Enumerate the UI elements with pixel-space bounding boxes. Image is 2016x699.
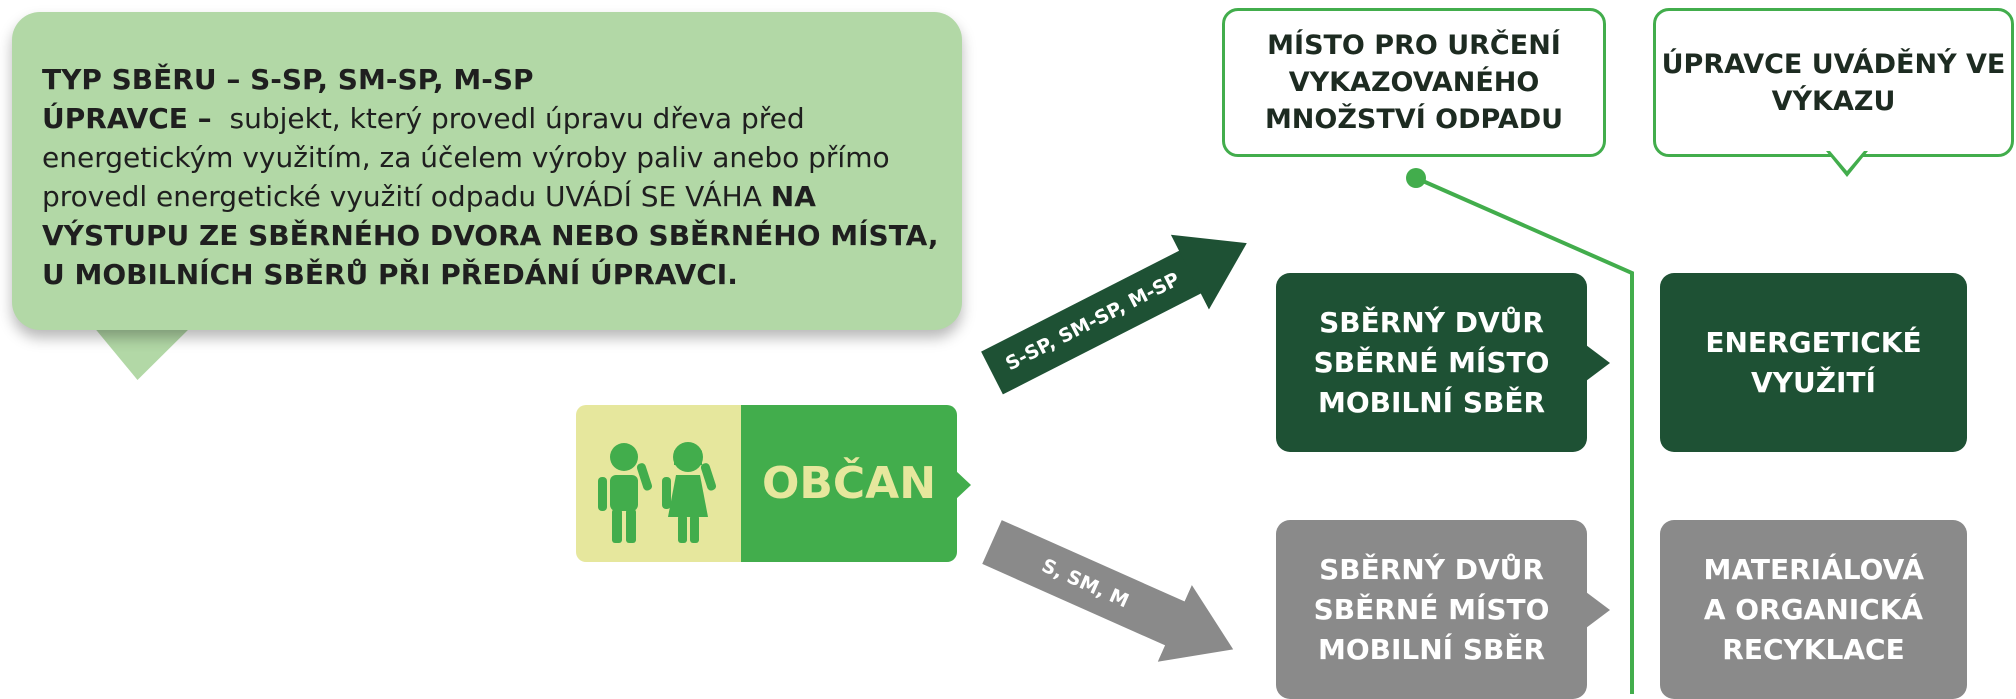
info-upravce-label: ÚPRAVCE –	[42, 102, 212, 135]
material-recycling-label: MATERIÁLOVÁ A ORGANICKÁ RECYKLACE	[1703, 552, 1925, 666]
citizen-icon-box	[576, 405, 742, 562]
info-bubble	[12, 12, 962, 330]
collection-box-standard-label: SBĚRNÝ DVŮR SBĚRNÉ MÍSTO MOBILNÍ SBĚR	[1313, 552, 1550, 666]
info-bold-tail: NA VÝSTUPU ZE SBĚRNÉHO DVORA NEBO SBĚRNÉ…	[42, 180, 939, 291]
collection-box-separated-label: SBĚRNÝ DVŮR SBĚRNÉ MÍSTO MOBILNÍ SBĚR	[1313, 305, 1550, 419]
info-text: TYP SBĚRU – S-SP, SM-SP, M-SP ÚPRAVCE – …	[42, 60, 952, 294]
info-upravce-text: subjekt, který provedl úpravu dřeva před…	[42, 102, 890, 213]
collection-box-standard: SBĚRNÝ DVŮR SBĚRNÉ MÍSTO MOBILNÍ SBĚR	[1276, 520, 1587, 699]
citizens-icon	[598, 442, 717, 543]
citizen-label: OBČAN	[741, 405, 957, 562]
info-collection-type: TYP SBĚRU – S-SP, SM-SP, M-SP	[42, 63, 534, 96]
energy-use-box: ENERGETICKÉ VYUŽITÍ	[1660, 273, 1967, 452]
material-recycling-box: MATERIÁLOVÁ A ORGANICKÁ RECYKLACE	[1660, 520, 1967, 699]
collection-box-separated: SBĚRNÝ DVŮR SBĚRNÉ MÍSTO MOBILNÍ SBĚR	[1276, 273, 1587, 452]
energy-use-label: ENERGETICKÉ VYUŽITÍ	[1705, 325, 1922, 399]
header-processor: ÚPRAVCE UVÁDĚNÝ VE VÝKAZU	[1653, 8, 2014, 157]
header-measurement-place: MÍSTO PRO URČENÍ VYKAZOVANÉHO MNOŽSTVÍ O…	[1222, 8, 1606, 157]
